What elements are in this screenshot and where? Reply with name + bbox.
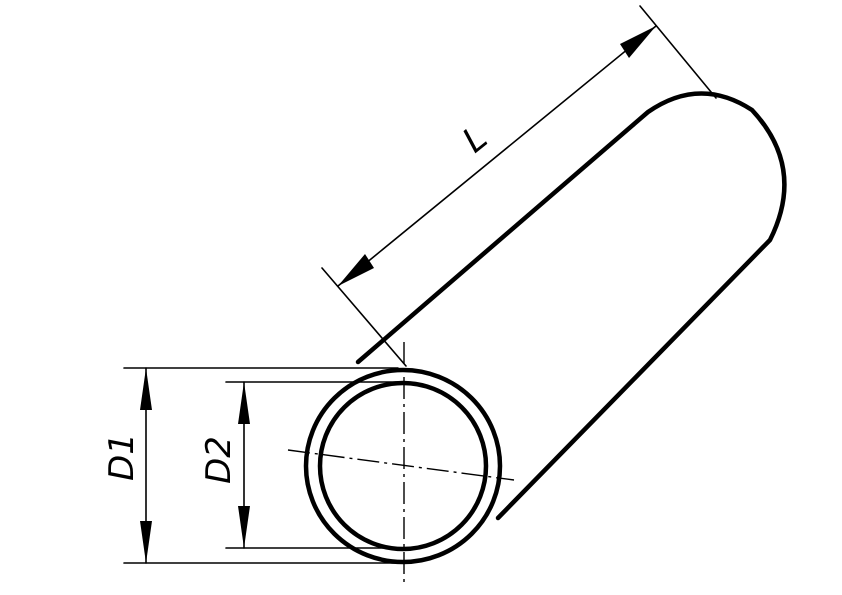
length-arrow-near [338,254,374,286]
length-dimension-line [337,25,657,287]
d2-label: D2 [199,436,239,484]
tube-body-outline [355,91,787,521]
d1-label: D1 [102,433,142,481]
d2-arrow-bottom [238,506,250,548]
axial-centerline [287,449,515,481]
length-arrow-far [620,26,656,58]
d2-arrow-top [238,382,250,424]
d1-arrow-bottom [140,521,152,563]
length-extension-line-near [321,267,407,367]
d1-arrow-top [140,368,152,410]
length-label: L [455,118,495,161]
length-extension-line-far [639,5,717,99]
inner-circle [317,380,489,552]
outer-circle [303,367,503,565]
